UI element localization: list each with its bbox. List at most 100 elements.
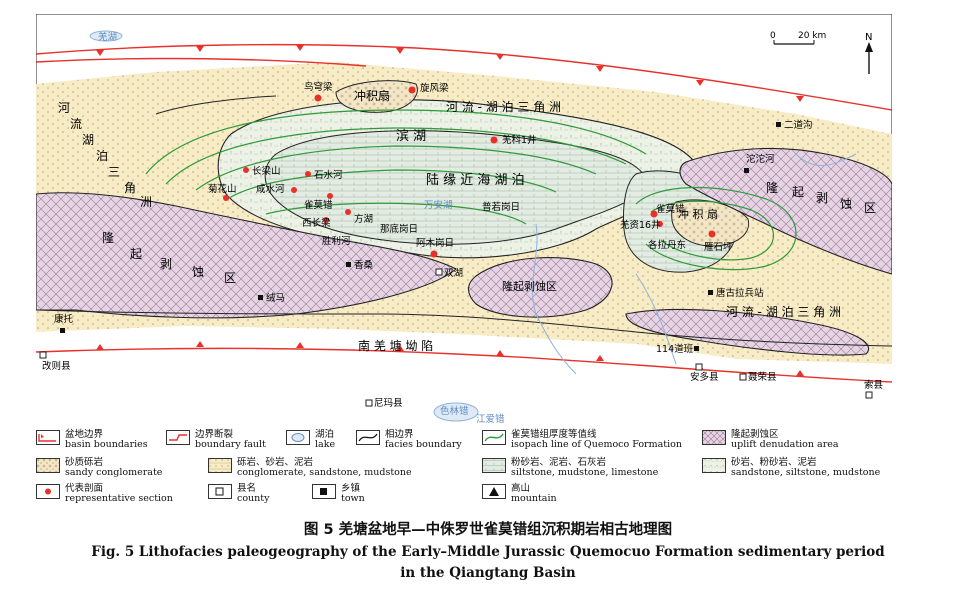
label-uplift-east: 隆 起 剥 蚀 区 — [766, 180, 876, 215]
label-lake-shore: 滨 湖 — [396, 128, 426, 144]
svg-text:尼玛县: 尼玛县 — [374, 398, 403, 409]
svg-text:香桑: 香桑 — [354, 260, 374, 271]
lake-icon — [286, 430, 310, 445]
figure-caption-cn: 图 5 羌塘盆地早—中侏罗世雀莫错组沉积期岩相古地理图 — [303, 522, 673, 538]
svg-text:0: 0 — [770, 31, 776, 41]
label-fan-north: 冲积扇 — [354, 88, 390, 103]
sandy-conglomerate-swatch — [36, 458, 60, 473]
figure-caption-en-line2: in the Qiangtang Basin — [400, 565, 576, 581]
svg-text:起: 起 — [792, 185, 804, 199]
svg-text:隆: 隆 — [766, 180, 778, 195]
svg-text:方湖: 方湖 — [354, 213, 373, 225]
svg-text:长梁山: 长梁山 — [252, 165, 281, 177]
uplift-center-area — [467, 257, 613, 318]
svg-text:菊花山: 菊花山 — [208, 183, 237, 195]
svg-text:雀莫错: 雀莫错 — [656, 203, 685, 215]
siltstone-swatch — [482, 458, 506, 473]
svg-text:绒马: 绒马 — [266, 292, 285, 304]
basin-boundary-icon — [36, 430, 60, 445]
svg-text:聂荣县: 聂荣县 — [748, 371, 777, 383]
svg-text:胜利河: 胜利河 — [322, 235, 351, 247]
label-fan-east: 冲 积 扇 — [678, 207, 718, 221]
svg-text:区: 区 — [224, 271, 236, 285]
facies-boundary-icon — [356, 430, 380, 445]
svg-text:河: 河 — [58, 101, 70, 115]
svg-text:20 km: 20 km — [798, 31, 826, 41]
label-shuang-lake: 双湖 — [444, 268, 463, 279]
svg-text:三: 三 — [108, 165, 120, 179]
label-delta-west: 河 流 湖 泊 三 角 洲 — [58, 101, 152, 209]
label-nearshore-lake: 陆 缘 近 海 湖 泊 — [426, 172, 525, 188]
svg-text:流: 流 — [70, 117, 82, 131]
isopach-lines — [145, 109, 797, 271]
svg-text:羌科1井: 羌科1井 — [502, 134, 537, 146]
svg-text:区: 区 — [864, 201, 876, 215]
label-basin-south: 南 羌 塘 坳 陷 — [358, 338, 433, 353]
svg-text:安多县: 安多县 — [690, 371, 719, 383]
north-arrow-icon: N — [865, 32, 873, 74]
representative-sections: 鸟穹梁 旋风梁 羌科1井 长梁山 石水河 菊花山 咸水河 雀莫错 方湖 西长梁 … — [208, 81, 733, 258]
figure-caption-en: Fig. 5 Lithofacies paleogeography of the… — [91, 544, 885, 560]
svg-text:蚀: 蚀 — [840, 197, 852, 211]
svg-text:泊: 泊 — [96, 149, 108, 163]
svg-text:各拉丹东: 各拉丹东 — [648, 239, 686, 251]
svg-text:雁石坪: 雁石坪 — [704, 241, 733, 253]
svg-text:沱沱河: 沱沱河 — [746, 153, 775, 165]
svg-text:剥: 剥 — [160, 257, 172, 271]
svg-text:那底岗日: 那底岗日 — [380, 223, 418, 235]
svg-text:阿木岗日: 阿木岗日 — [416, 237, 454, 249]
svg-text:西长梁: 西长梁 — [302, 217, 331, 229]
svg-text:雀莫错: 雀莫错 — [304, 199, 333, 211]
svg-text:起: 起 — [130, 247, 142, 261]
svg-text:普若岗日: 普若岗日 — [482, 201, 520, 213]
svg-text:索县: 索县 — [864, 379, 883, 391]
label-delta-north: 河 流 - 湖 泊 三 角 洲 — [446, 99, 561, 114]
label-qiang-lake: 羌湖 — [98, 31, 117, 43]
label-delta-east: 河 流 - 湖 泊 三 角 洲 — [726, 304, 841, 319]
scale-bar: 0 20 km — [770, 31, 826, 45]
sandstone-swatch — [702, 458, 726, 473]
svg-text:洲: 洲 — [140, 195, 152, 209]
svg-text:羌资16井: 羌资16井 — [620, 219, 661, 231]
town-square-icon — [312, 484, 336, 499]
svg-text:鸟穹梁: 鸟穹梁 — [304, 81, 333, 93]
svg-text:角: 角 — [124, 181, 136, 195]
svg-text:二道沟: 二道沟 — [784, 119, 813, 131]
mountain-icon — [482, 484, 506, 499]
section-dot-icon — [36, 484, 60, 499]
label-seling: 色林错 — [440, 405, 469, 417]
svg-text:咸水河: 咸水河 — [256, 183, 285, 195]
svg-text:旋风梁: 旋风梁 — [420, 82, 449, 94]
label-jiangcuo: 江爱错 — [476, 413, 505, 424]
fan-north-area — [335, 80, 418, 113]
basin-boundary — [36, 43, 892, 383]
svg-text:N: N — [865, 32, 872, 43]
svg-text:湖: 湖 — [82, 132, 94, 147]
svg-text:蚀: 蚀 — [192, 265, 204, 279]
label-wanan-lake: 万安湖 — [424, 199, 453, 211]
svg-text:剥: 剥 — [816, 191, 828, 205]
counties: 改则县 安多县 聂荣县 索县 尼玛县 — [39, 351, 883, 409]
towns: 二道沟 沱沱河 唐古拉兵站 114道班 康托 绒马 香桑 — [54, 119, 813, 355]
county-square-icon — [208, 484, 232, 499]
label-uplift-center: 隆起剥蚀区 — [502, 279, 557, 293]
boundary-fault-icon — [166, 430, 190, 445]
conglomerate-swatch — [208, 458, 232, 473]
uplift-west-area — [36, 192, 457, 319]
label-uplift-west: 隆 起 剥 蚀 区 — [102, 230, 236, 285]
svg-text:康托: 康托 — [54, 313, 74, 325]
